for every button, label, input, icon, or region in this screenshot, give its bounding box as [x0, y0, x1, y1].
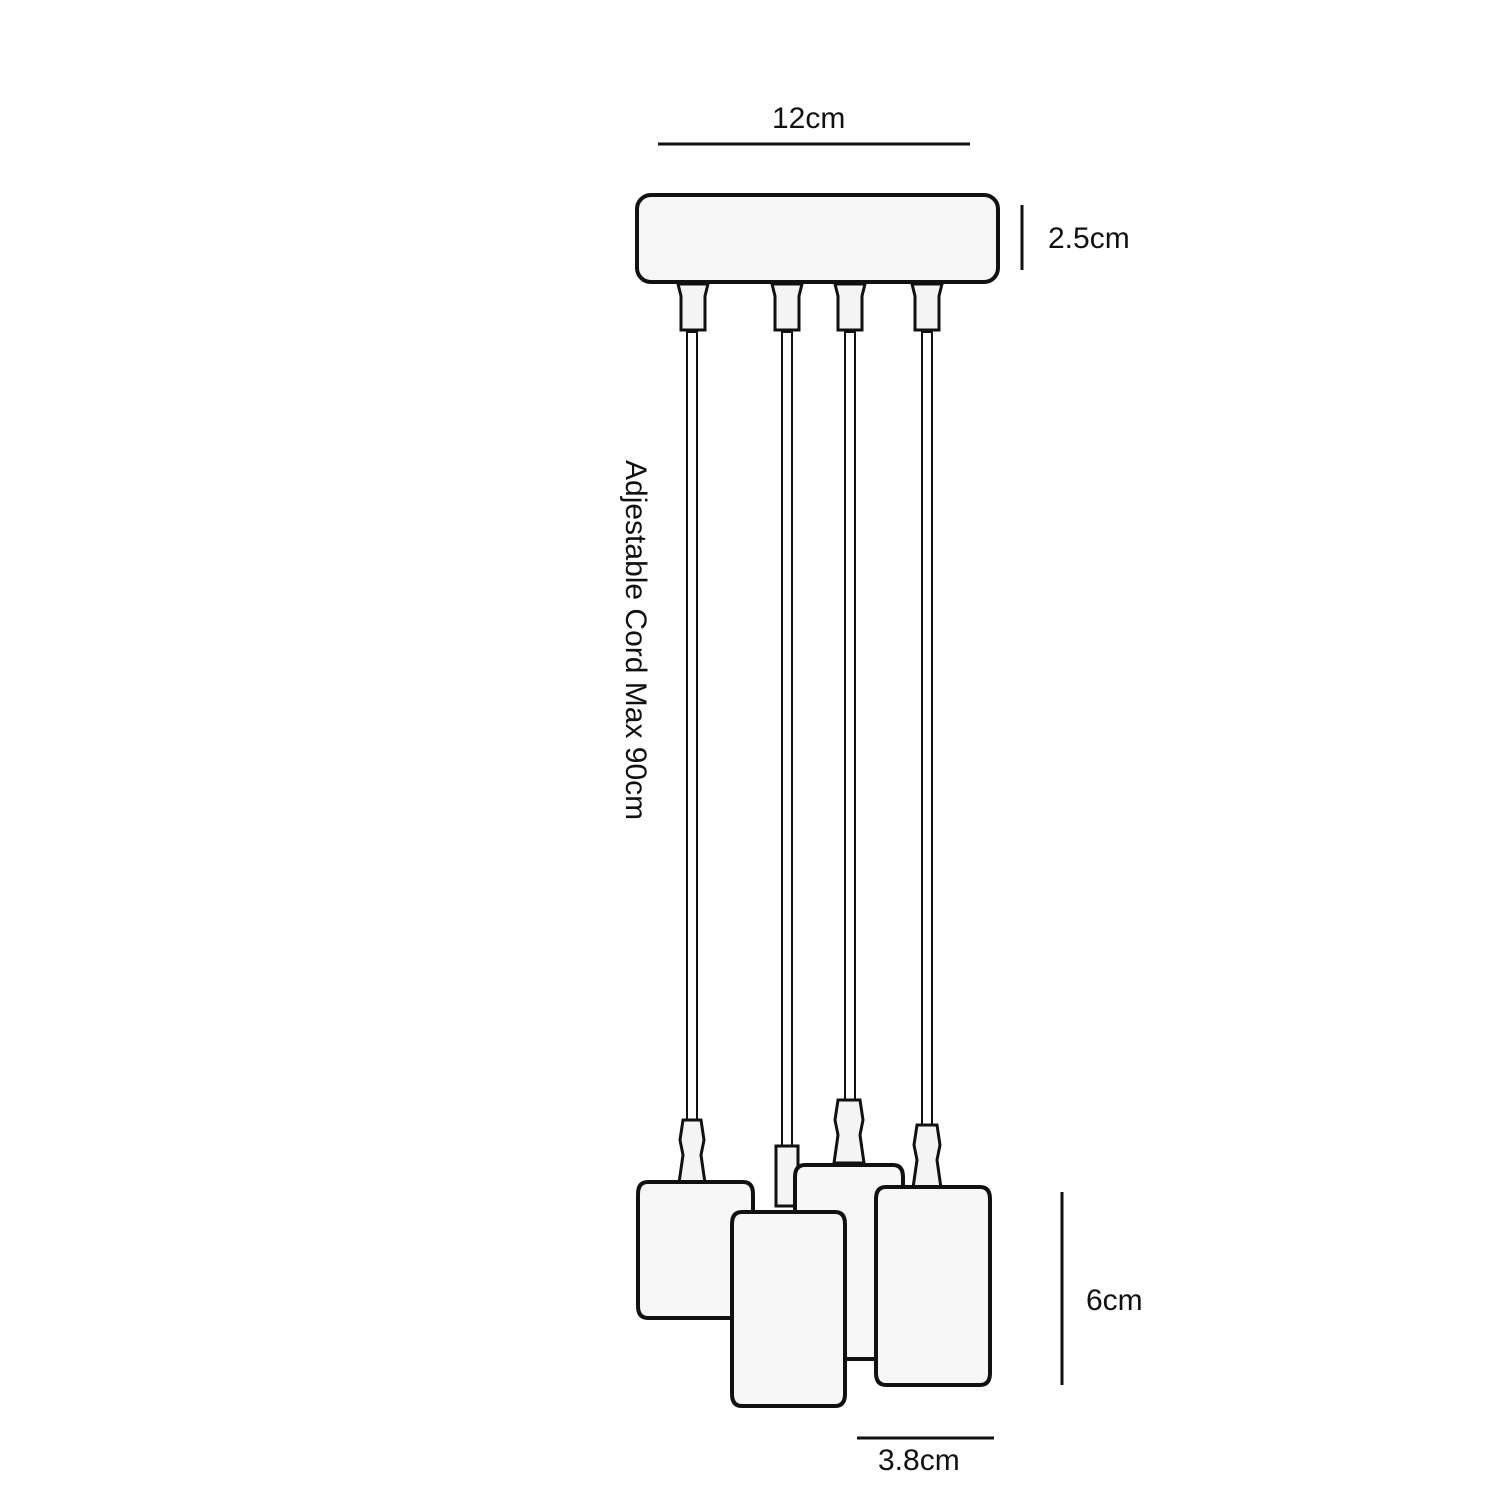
cord-length-label: Adjestable Cord Max 90cm: [619, 460, 652, 821]
holder-height-label: 6cm: [1086, 1284, 1143, 1317]
connector: [677, 1118, 707, 1185]
holder-connectors: [677, 1098, 943, 1208]
bulb-holder: [874, 1185, 992, 1387]
cord-grip: [833, 282, 867, 332]
cord: [921, 331, 933, 1128]
connector: [911, 1123, 943, 1190]
bulb-holders: [636, 1163, 992, 1408]
cord-grips: [676, 282, 944, 332]
rose-height-label: 2.5cm: [1048, 222, 1130, 255]
ceiling-rose: [635, 193, 1000, 284]
cord-grip: [676, 282, 710, 332]
width-label: 12cm: [772, 102, 846, 135]
cord: [781, 331, 793, 1148]
cord-grip: [910, 282, 944, 332]
cord-grip: [770, 282, 804, 332]
cords: [686, 331, 933, 1148]
bulb-holder: [730, 1210, 847, 1408]
cord: [844, 331, 856, 1103]
holder-width-label: 3.8cm: [878, 1444, 960, 1477]
cord: [686, 331, 698, 1123]
connector: [832, 1098, 866, 1165]
